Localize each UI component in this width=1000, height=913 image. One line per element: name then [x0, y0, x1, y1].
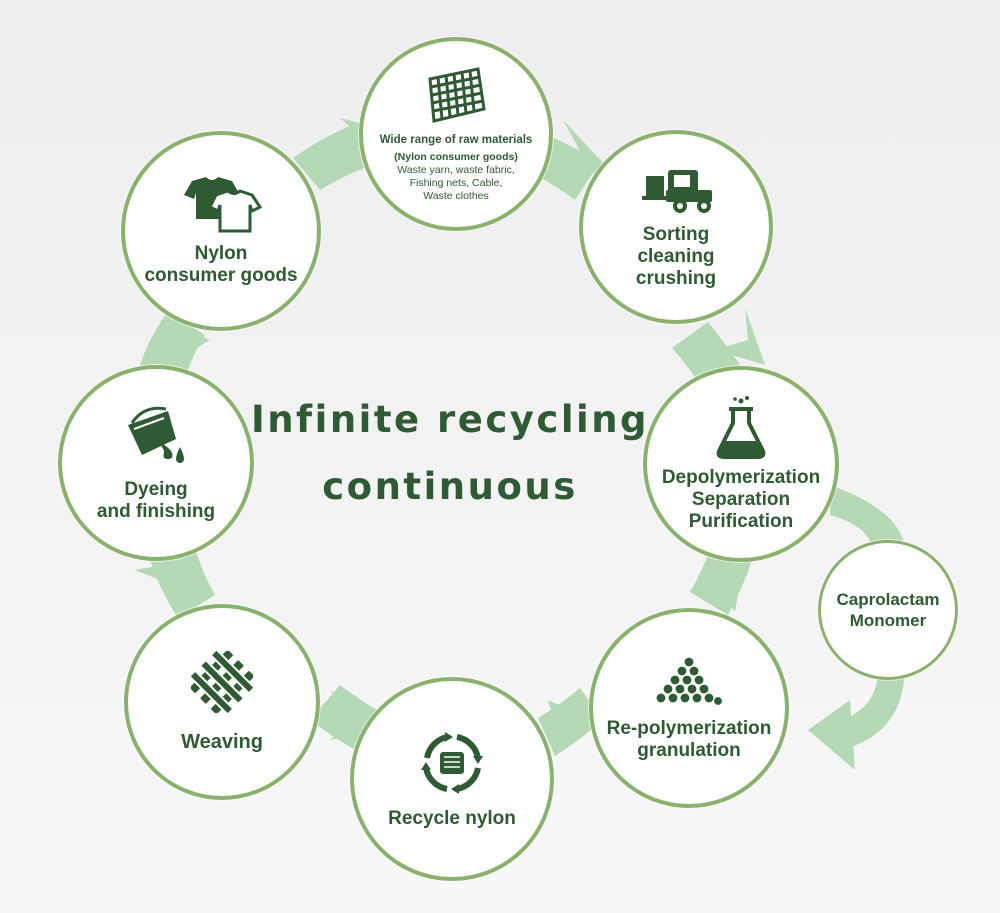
sorting-label: Sorting cleaning crushing — [635, 224, 717, 289]
node-consumer-goods: Nylon consumer goods — [121, 131, 321, 331]
arrow-chevron — [715, 308, 765, 365]
consumer-goods-label: Nylon consumer goods — [144, 243, 298, 286]
yarn-spool-icon — [421, 732, 483, 794]
granules-icon — [655, 656, 724, 707]
raw-materials-title: Wide range of raw materials — [379, 134, 533, 146]
node-raw-materials: Wide range of raw materials (Nylon consu… — [359, 37, 553, 231]
arrow-chevron — [705, 552, 745, 612]
raw-materials-subtitle: (Nylon consumer goods) — [394, 151, 518, 163]
weave-icon — [191, 651, 253, 713]
node-repolymerization: Re-polymerization granulation — [589, 608, 789, 808]
node-dyeing: Dyeing and finishing — [58, 365, 254, 561]
flask-icon — [716, 396, 766, 459]
center-title-line2: continuous — [322, 465, 578, 508]
side-loop-arrowhead — [808, 700, 855, 770]
weaving-label: Weaving — [181, 731, 263, 753]
arrow-chevron — [135, 560, 190, 612]
node-sorting: Sorting cleaning crushing — [579, 130, 773, 324]
depolymerization-label: Depolymerization Separation Purification — [661, 467, 821, 532]
node-depolymerization: Depolymerization Separation Purification — [643, 366, 839, 562]
side-loop-arrow — [835, 665, 905, 750]
node-caprolactam: Caprolactam Monomer — [818, 540, 958, 680]
net-icon — [428, 67, 486, 123]
raw-materials-details: Waste yarn, waste fabric, Fishing nets, … — [397, 164, 515, 202]
recycle-nylon-label: Recycle nylon — [388, 808, 516, 829]
side-loop-arrow — [830, 485, 905, 552]
dyeing-label: Dyeing and finishing — [96, 479, 216, 522]
node-weaving: Weaving — [124, 604, 320, 800]
tshirt-icon — [184, 177, 263, 233]
node-recycle-nylon: Recycle nylon — [350, 677, 554, 881]
arrow-chevron — [160, 320, 210, 370]
dye-bucket-icon — [128, 406, 184, 463]
truck-icon — [642, 170, 712, 213]
center-title-line1: Infinite recycling — [250, 398, 650, 441]
arrow-segment — [140, 312, 205, 380]
arrow-chevron — [560, 120, 608, 185]
repolymerization-label: Re-polymerization granulation — [606, 718, 772, 761]
arrow-segment — [293, 122, 380, 190]
caprolactam-label: Caprolactam Monomer — [836, 590, 940, 630]
